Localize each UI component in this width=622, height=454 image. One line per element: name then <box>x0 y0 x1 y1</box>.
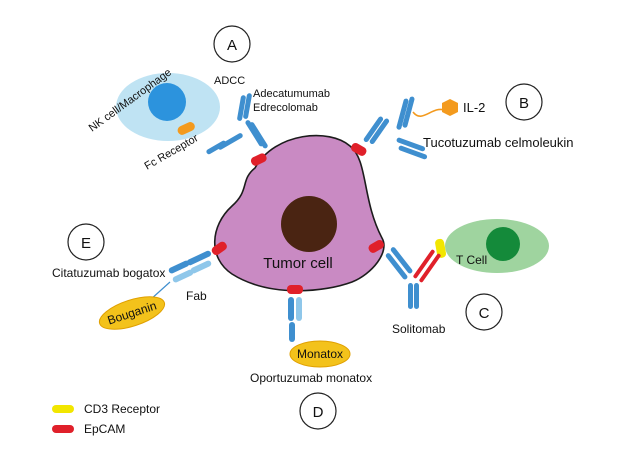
panel-d-marker <box>299 392 337 430</box>
legend-swatch-epcam <box>52 425 74 433</box>
epcam-marker-left <box>211 241 227 256</box>
solitomab-label: Solitomab <box>392 322 446 336</box>
epcam-marker-top-right <box>351 142 367 156</box>
antibody-b <box>363 96 428 160</box>
monatox-label: Monatox <box>297 347 343 361</box>
adcc-label: ADCC <box>214 75 245 87</box>
legend-label-cd3: CD3 Receptor <box>84 402 160 416</box>
legend-swatch-cd3 <box>52 405 74 413</box>
antibody-c <box>385 247 441 309</box>
antibody-a <box>206 93 268 155</box>
t-cell-nucleus <box>486 227 520 261</box>
panel-e-label: E <box>81 235 91 252</box>
panel-e-marker <box>67 223 105 261</box>
panel-b-marker <box>505 83 543 121</box>
bouganin-toxin <box>98 296 166 330</box>
il2-molecule <box>442 99 458 116</box>
il2-linker <box>412 108 445 117</box>
legend-label-epcam: EpCAM <box>84 422 125 436</box>
nk-nucleus <box>148 83 186 121</box>
tumor-cell-label: Tumor cell <box>263 255 332 272</box>
panel-a-label: A <box>227 37 237 54</box>
antibody-e-fab <box>149 250 212 301</box>
cd3-receptor <box>435 238 447 258</box>
panel-c-marker <box>465 293 503 331</box>
fab-label: Fab <box>186 289 207 303</box>
panel-a-marker <box>213 25 251 63</box>
tumor-nucleus <box>281 196 337 252</box>
panel-b-label: B <box>519 95 529 112</box>
epcam-marker-bottom <box>287 285 303 294</box>
t-cell-label: T Cell <box>456 253 487 267</box>
antibody-d <box>288 297 302 342</box>
panel-d-label: D <box>313 404 324 421</box>
adecatumumab-label: Adecatumumab <box>253 88 330 100</box>
oportuzumab-label: Oportuzumab monatox <box>250 371 372 385</box>
tucotuzumab-label: Tucotuzumab celmoleukin <box>423 135 574 150</box>
il2-label: IL-2 <box>463 100 485 115</box>
legend: CD3 Receptor EpCAM <box>52 402 160 436</box>
panel-c-label: C <box>479 305 490 322</box>
fc-receptor <box>177 122 195 135</box>
epcam-marker-right <box>368 240 384 253</box>
edrecolomab-label: Edrecolomab <box>253 102 318 114</box>
epcam-markers <box>211 142 384 294</box>
citatuzumab-label: Citatuzumab bogatox <box>52 266 165 280</box>
epcam-marker-top-left <box>250 153 267 166</box>
monatox-toxin <box>289 340 351 368</box>
